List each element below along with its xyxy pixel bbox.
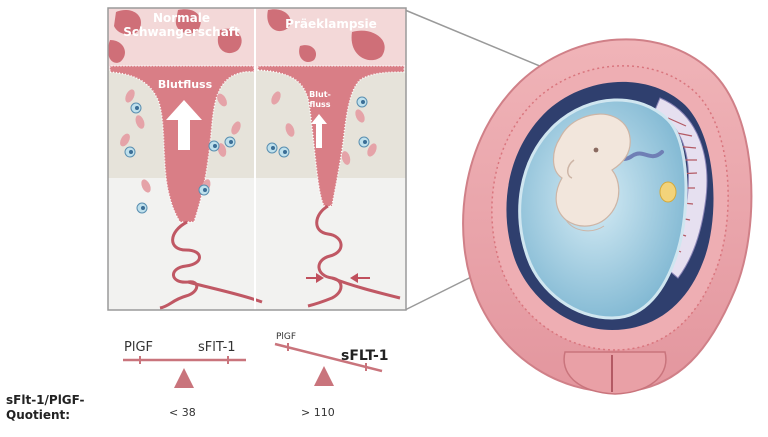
balance-normal-left-label: PlGF bbox=[124, 340, 154, 355]
balance-normal-fulcrum bbox=[174, 368, 194, 388]
balance-pre-beam bbox=[274, 342, 383, 373]
embryo-head-detail bbox=[565, 219, 605, 232]
preeclampsia-coil-tail bbox=[331, 276, 401, 300]
constriction-arrows bbox=[306, 273, 370, 283]
panel-border bbox=[107, 7, 407, 311]
normal-panel-title: Normale Schwangerschaft bbox=[108, 11, 255, 39]
pre-flow-line1: Blut- bbox=[309, 90, 331, 99]
yolk-sac bbox=[659, 181, 677, 203]
balance-normal-right-label: sFlT-1 bbox=[198, 340, 236, 355]
immune-cells-pre bbox=[266, 96, 370, 158]
balance-pre-left-label: PlGF bbox=[276, 332, 297, 342]
quotient-line1: sFlt-1/PlGF- bbox=[6, 393, 85, 407]
preeclampsia-flow-arrow bbox=[311, 114, 327, 148]
immune-cells-normal bbox=[124, 102, 236, 214]
preeclampsia-flow-label: Blut- fluss bbox=[300, 90, 340, 110]
normal-title-line2: Schwangerschaft bbox=[123, 25, 240, 39]
normal-flow-label: Blutfluss bbox=[157, 78, 213, 91]
trophoblast-cells-pre bbox=[271, 91, 377, 165]
embryo-limb bbox=[567, 159, 575, 179]
preeclampsia-spiral-artery bbox=[257, 65, 405, 207]
quotient-line2: Quotient: bbox=[6, 408, 71, 422]
balance-normal bbox=[123, 356, 246, 388]
panel-tissue-lower bbox=[108, 178, 406, 310]
balance-normal-value: < 38 bbox=[169, 406, 196, 419]
uterus-illustration bbox=[462, 38, 753, 395]
quotient-label: sFlt-1/PlGF- Quotient: bbox=[6, 393, 84, 423]
balance-pre bbox=[274, 342, 383, 386]
embryo bbox=[552, 113, 631, 227]
pre-title-text: Präeklampsie bbox=[285, 17, 377, 31]
preeclampsia-panel-title: Präeklampsie bbox=[256, 17, 406, 31]
embryo-eye bbox=[593, 147, 599, 153]
pre-flow-line2: fluss bbox=[309, 100, 331, 109]
cervix bbox=[563, 351, 667, 395]
normal-coil bbox=[159, 220, 201, 310]
normal-flow-arrow bbox=[166, 100, 202, 150]
balance-pre-right-label: sFLT-1 bbox=[341, 348, 389, 364]
cross-section-panel bbox=[107, 7, 407, 311]
balance-pre-fulcrum bbox=[314, 366, 334, 386]
preeclampsia-coil bbox=[307, 204, 343, 308]
normal-title-line1: Normale bbox=[152, 11, 211, 25]
balance-pre-value: > 110 bbox=[301, 406, 335, 419]
placenta-blobs bbox=[107, 9, 385, 63]
trophoblast-cells-normal bbox=[120, 89, 241, 193]
